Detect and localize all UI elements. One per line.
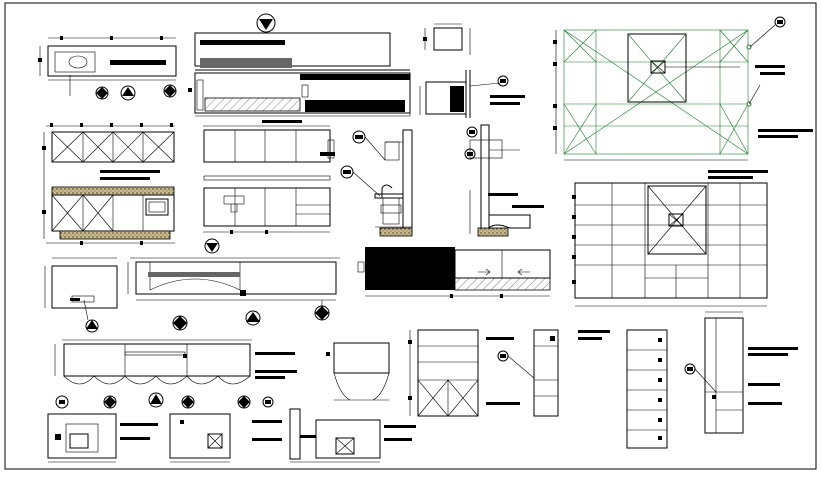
counter-block-black: [357, 247, 551, 298]
detail-box-top: [423, 23, 471, 55]
cabinet-elevation-center: [203, 120, 335, 234]
shelving-bottom-right: [626, 329, 668, 449]
direction-arrow-icon: [478, 268, 491, 276]
sink-section-detail: [340, 129, 413, 237]
tall-cabinet-bottom: [408, 329, 520, 417]
cabinet-elevation-left: [42, 123, 175, 245]
cabinet-side-bottom: [497, 329, 610, 417]
marker-group-1: [95, 84, 177, 101]
ceiling-plan-right-middle: [572, 170, 768, 307]
small-details-bottom-left: [47, 413, 282, 463]
small-plan-middle-left: [44, 257, 118, 333]
counter-elevation-middle: [127, 238, 340, 331]
sheet-border: [4, 2, 817, 470]
counter-plan-top-left: [38, 36, 177, 96]
north-marker: [256, 13, 276, 33]
long-elevation-bottom-left: [54, 339, 297, 409]
door-plan-bottom-center: [326, 342, 390, 401]
sink-detail-bottom: [289, 408, 416, 463]
wall-section-detail: [464, 124, 544, 237]
section-marker-icon: [120, 85, 136, 101]
north-arrow-icon: [256, 13, 276, 33]
detail-section-top: [419, 70, 525, 118]
elevation-top-center: [188, 32, 411, 117]
wardrobe-section-bottom-right: [684, 311, 798, 434]
ceiling-plan-top-right: [553, 16, 813, 161]
